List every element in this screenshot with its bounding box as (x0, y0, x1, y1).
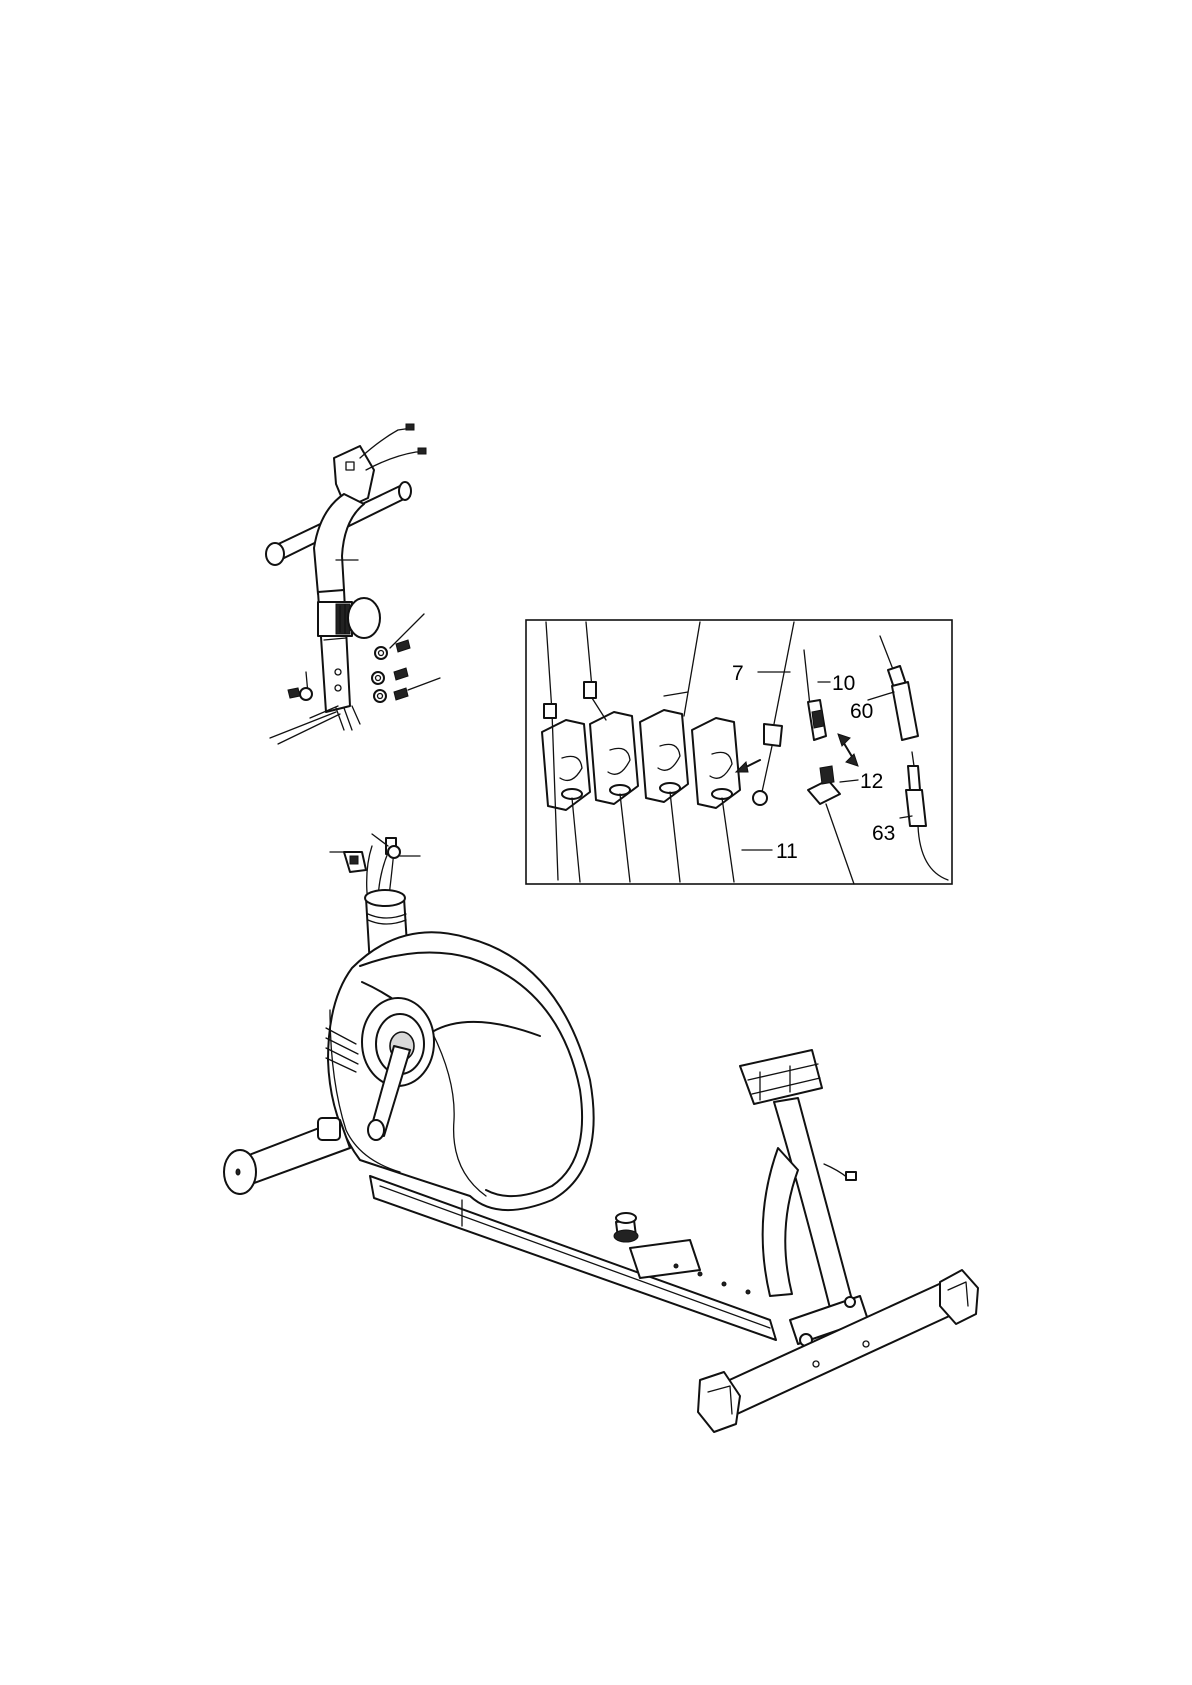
label-part-7: 7 (732, 662, 744, 685)
cable-connection-inset: 7 10 12 60 (526, 620, 952, 884)
main-frame-assembly (224, 834, 978, 1432)
label-part-10: 10 (832, 672, 855, 695)
label-part-11: 11 (776, 840, 798, 863)
label-part-12: 12 (860, 770, 883, 793)
label-part-63: 63 (872, 822, 895, 845)
handlebar-assembly (266, 424, 440, 744)
label-part-60: 60 (850, 700, 873, 723)
